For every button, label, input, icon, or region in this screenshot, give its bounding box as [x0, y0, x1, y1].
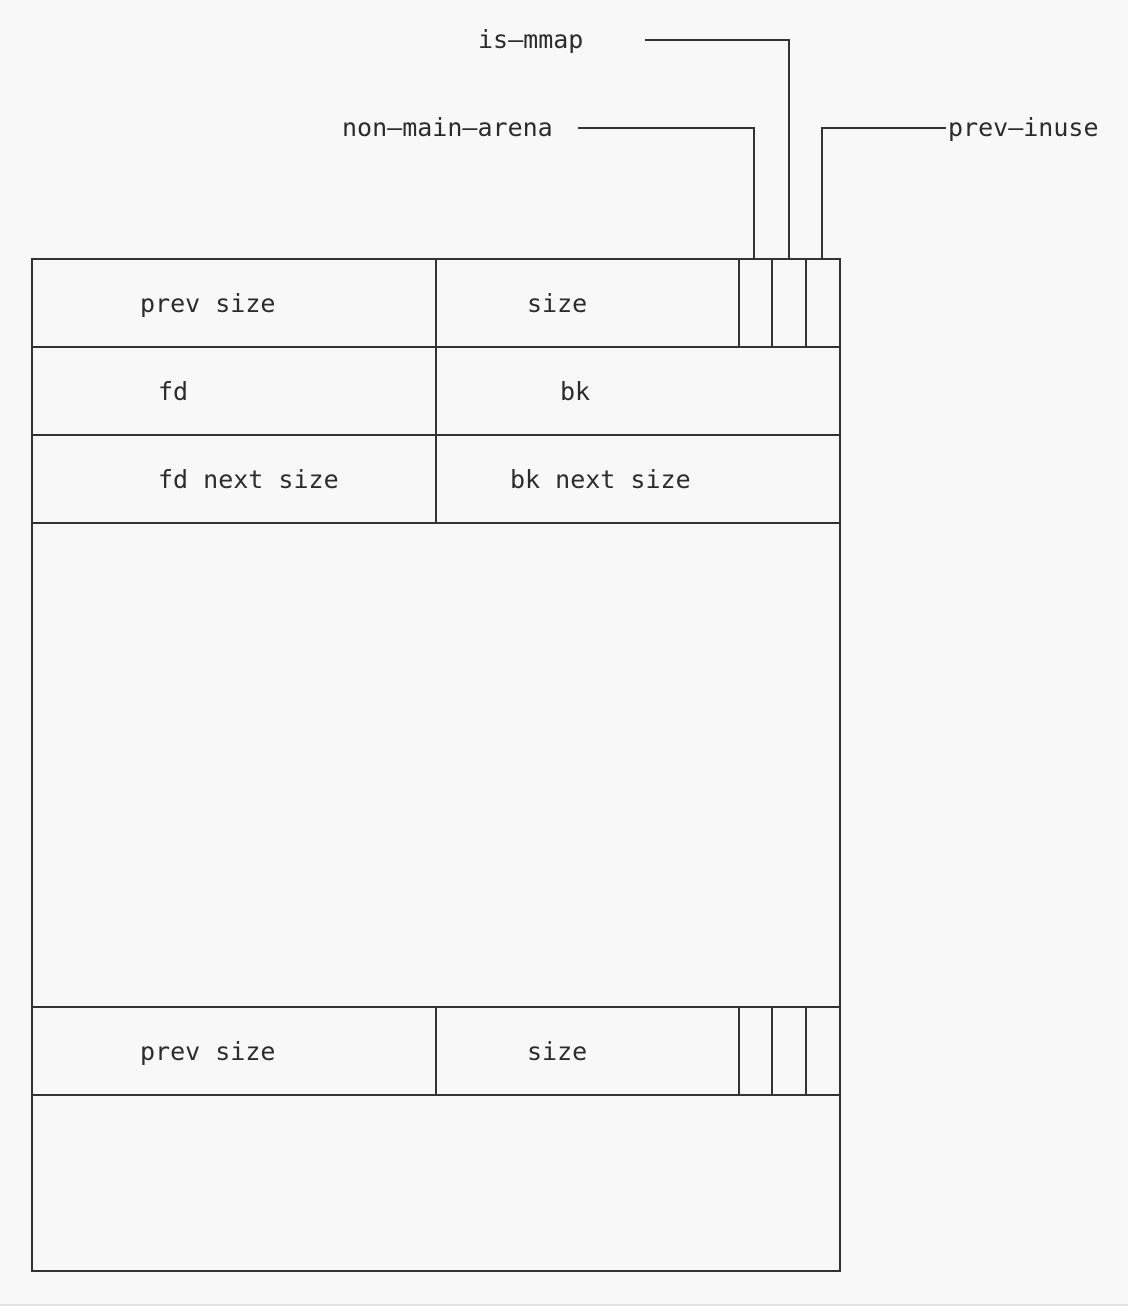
bk-field: bk	[560, 377, 590, 406]
next-prev-size-field: prev size	[140, 1037, 275, 1066]
flag-bits-top	[738, 259, 807, 347]
non-main-arena-label: non—main—arena	[342, 113, 553, 142]
size-field: size	[527, 289, 587, 318]
prev-inuse-label: prev—inuse	[948, 113, 1099, 142]
prev-size-field: prev size	[140, 289, 275, 318]
flag-leader-lines	[578, 39, 946, 258]
flag-bits-bottom	[738, 1007, 807, 1095]
fd-field: fd	[158, 377, 188, 406]
bottom-border	[0, 1304, 1128, 1306]
prev-inuse-leader	[821, 127, 946, 258]
is-mmap-label: is—mmap	[478, 25, 583, 54]
non-main-arena-leader	[578, 127, 755, 258]
is-mmap-leader	[645, 39, 790, 258]
bk-next-size-field: bk next size	[510, 465, 691, 494]
next-size-field: size	[527, 1037, 587, 1066]
fd-next-size-field: fd next size	[158, 465, 339, 494]
